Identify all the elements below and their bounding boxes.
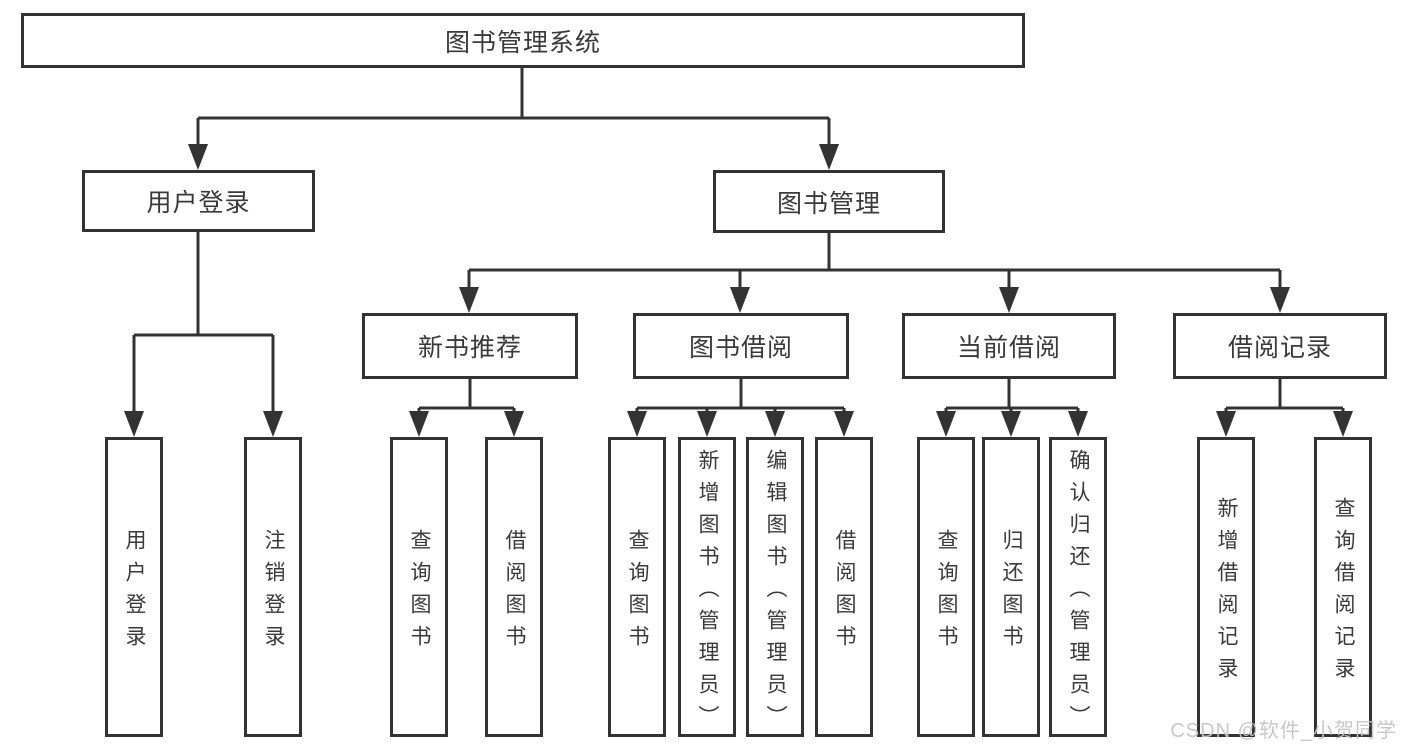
node-label: 确认归还（管理员） bbox=[1067, 448, 1090, 737]
node-label: 查询借阅记录 bbox=[1332, 496, 1355, 689]
leaf-query-borrow-record: 查询借阅记录 bbox=[1314, 437, 1372, 737]
arrow-down-icon bbox=[819, 144, 839, 170]
node-root: 图书管理系统 bbox=[21, 13, 1025, 68]
leaf-borrow-books: 借阅图书 bbox=[815, 437, 873, 737]
arrow-down-icon bbox=[504, 411, 524, 437]
leaf-confirm-return-admin: 确认归还（管理员） bbox=[1049, 437, 1107, 737]
arrow-down-icon bbox=[409, 411, 429, 437]
leaf-return-books: 归还图书 bbox=[982, 437, 1040, 737]
connector-line bbox=[132, 230, 275, 413]
connector-line bbox=[467, 230, 1282, 289]
node-user-login: 用户登录 bbox=[82, 170, 315, 232]
node-label: 新增图书（管理员） bbox=[696, 448, 719, 737]
arrow-down-icon bbox=[765, 411, 785, 437]
arrow-down-icon bbox=[263, 411, 283, 437]
arrow-down-icon bbox=[936, 411, 956, 437]
node-label: 新增借阅记录 bbox=[1215, 496, 1238, 689]
node-label: 查询图书 bbox=[626, 528, 649, 657]
arrow-down-icon bbox=[1216, 411, 1236, 437]
node-book-management: 图书管理 bbox=[713, 170, 945, 233]
node-label: 图书借阅 bbox=[688, 334, 793, 362]
node-label: 用户登录 bbox=[123, 528, 146, 657]
node-current-borrow: 当前借阅 bbox=[902, 313, 1116, 379]
node-borrow-records: 借阅记录 bbox=[1173, 313, 1387, 379]
node-label: 归还图书 bbox=[1000, 528, 1023, 657]
node-label: 当前借阅 bbox=[956, 334, 1061, 362]
node-label: 查询图书 bbox=[408, 528, 431, 657]
arrow-down-icon bbox=[124, 411, 144, 437]
arrow-down-icon bbox=[834, 411, 854, 437]
leaf-borrow-books-recommend: 借阅图书 bbox=[485, 437, 543, 737]
node-label: 新书推荐 bbox=[417, 334, 522, 362]
node-label: 查询图书 bbox=[935, 528, 958, 657]
connector-line bbox=[196, 66, 831, 146]
node-label: 图书管理 bbox=[776, 189, 881, 218]
connector-line bbox=[417, 377, 516, 413]
leaf-add-borrow-record: 新增借阅记录 bbox=[1197, 437, 1255, 737]
arrow-down-icon bbox=[730, 287, 750, 313]
arrow-down-icon bbox=[1068, 411, 1088, 437]
node-book-borrow: 图书借阅 bbox=[633, 313, 849, 379]
arrow-down-icon bbox=[1270, 287, 1290, 313]
connector-line bbox=[1224, 377, 1345, 413]
leaf-user-login: 用户登录 bbox=[105, 437, 163, 737]
node-label: 注销登录 bbox=[262, 528, 285, 657]
leaf-query-books-borrow: 查询图书 bbox=[608, 437, 666, 737]
node-label: 图书管理系统 bbox=[444, 28, 601, 57]
arrow-down-icon bbox=[627, 411, 647, 437]
node-label: 借阅记录 bbox=[1227, 334, 1332, 362]
arrow-down-icon bbox=[188, 144, 208, 170]
leaf-edit-book-admin: 编辑图书（管理员） bbox=[746, 437, 804, 737]
node-label: 借阅图书 bbox=[833, 528, 856, 657]
connector-line bbox=[635, 377, 846, 413]
leaf-query-books-recommend: 查询图书 bbox=[390, 437, 448, 737]
leaf-query-books-current: 查询图书 bbox=[917, 437, 975, 737]
watermark: CSDN @软件_小贺同学 bbox=[1170, 720, 1397, 742]
leaf-add-book-admin: 新增图书（管理员） bbox=[678, 437, 736, 737]
arrow-down-icon bbox=[1001, 411, 1021, 437]
arrow-down-icon bbox=[697, 411, 717, 437]
connector-line bbox=[944, 377, 1080, 413]
node-new-book-recommend: 新书推荐 bbox=[362, 313, 578, 379]
node-label: 编辑图书（管理员） bbox=[764, 448, 787, 737]
arrow-down-icon bbox=[999, 287, 1019, 313]
leaf-logout: 注销登录 bbox=[244, 437, 302, 737]
arrow-down-icon bbox=[459, 287, 479, 313]
arrow-down-icon bbox=[1333, 411, 1353, 437]
node-label: 用户登录 bbox=[146, 189, 251, 217]
node-label: 借阅图书 bbox=[503, 528, 526, 657]
